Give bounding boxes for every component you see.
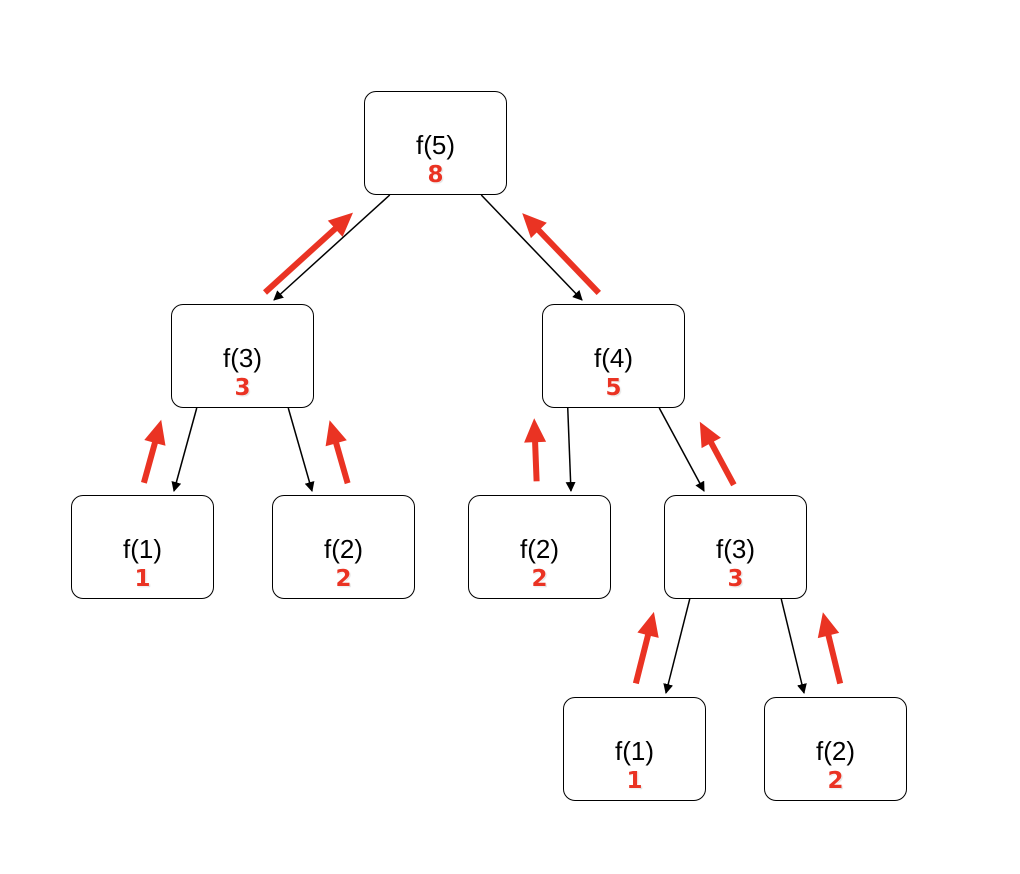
node-value: 1: [626, 768, 643, 794]
call-arrow: [480, 194, 583, 301]
return-arrow: [325, 420, 351, 485]
node-label: f(3): [223, 343, 262, 373]
return-arrow: [817, 612, 844, 685]
call-arrow: [287, 407, 315, 492]
return-arrows: [141, 212, 844, 685]
return-arrow: [524, 418, 547, 482]
return-arrow: [141, 419, 166, 484]
node-value: 3: [234, 375, 251, 401]
call-arrow: [273, 194, 391, 301]
node-value: 8: [427, 162, 444, 188]
node-label: f(1): [615, 736, 654, 766]
call-arrow: [663, 598, 691, 694]
node-f1-left: f(1) 1: [71, 495, 214, 599]
node-label: f(2): [324, 534, 363, 564]
return-arrow: [699, 421, 737, 487]
node-f3-right: f(3) 3: [664, 495, 807, 599]
call-arrow: [658, 407, 705, 492]
node-f2-left: f(2) 2: [272, 495, 415, 599]
node-value: 2: [335, 566, 352, 592]
return-arrow: [522, 213, 601, 295]
call-arrow: [565, 407, 576, 492]
node-f2-middle: f(2) 2: [468, 495, 611, 599]
node-value: 3: [727, 566, 744, 592]
node-label: f(3): [716, 534, 755, 564]
node-value: 1: [134, 566, 151, 592]
return-arrow: [263, 212, 353, 295]
node-f4: f(4) 5: [542, 304, 685, 408]
node-f1-bottom: f(1) 1: [563, 697, 706, 801]
call-arrow: [780, 598, 807, 694]
node-f5: f(5) 8: [364, 91, 507, 195]
node-label: f(2): [816, 736, 855, 766]
return-arrow: [632, 611, 659, 685]
call-arrows: [171, 194, 807, 694]
call-arrow: [171, 407, 198, 492]
node-label: f(5): [416, 130, 455, 160]
node-label: f(2): [520, 534, 559, 564]
node-label: f(1): [123, 534, 162, 564]
node-value: 2: [531, 566, 548, 592]
node-f2-bottom: f(2) 2: [764, 697, 907, 801]
node-value: 5: [605, 375, 622, 401]
node-value: 2: [827, 768, 844, 794]
node-label: f(4): [594, 343, 633, 373]
node-f3-left: f(3) 3: [171, 304, 314, 408]
